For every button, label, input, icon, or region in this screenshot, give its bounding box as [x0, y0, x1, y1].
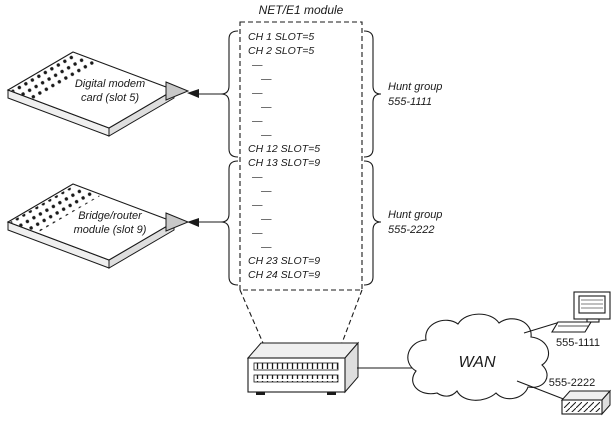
channel-row: CH 24 SLOT=9 [248, 269, 320, 281]
card-label-line2: module (slot 9) [74, 224, 147, 236]
workstation-number: 555-1111 [556, 337, 600, 349]
hunt-group-name: Hunt group [388, 81, 442, 93]
modem-grille [564, 402, 600, 412]
card-connector-tab [165, 81, 190, 101]
dashed-connector-right [341, 289, 363, 344]
channel-row: — [260, 73, 272, 85]
router-top-face [246, 342, 360, 359]
channel-box [239, 21, 363, 291]
brace-right-group1 [363, 30, 382, 158]
wan-label: WAN [458, 354, 495, 371]
channel-row: — [260, 185, 272, 197]
router-vent-row [253, 374, 339, 383]
router-foot [256, 392, 265, 395]
channel-row: CH 1 SLOT=5 [248, 31, 314, 43]
channel-row: CH 12 SLOT=5 [248, 143, 320, 155]
arrow-to-bridge-module [187, 218, 221, 227]
channel-row: — [251, 115, 263, 127]
arrow-to-modem-card [187, 89, 221, 98]
card-label-line2: card (slot 5) [81, 92, 139, 104]
channel-row: — [251, 227, 263, 239]
wan-to-workstation-line [523, 321, 561, 334]
channel-row: — [251, 171, 263, 183]
card-label-line1: Digital modem [75, 78, 145, 90]
brace-left-slot5 [220, 30, 239, 158]
monitor-screen [578, 295, 606, 314]
keyboard [551, 321, 592, 333]
brace-right-group2 [363, 160, 382, 286]
hunt-group-number: 555-1111 [388, 96, 432, 108]
card-connector-tab [165, 212, 190, 232]
channel-row: — [260, 241, 272, 253]
module-title: NET/E1 module [259, 3, 344, 17]
channel-row: CH 2 SLOT=5 [248, 45, 314, 57]
card-holes [10, 54, 100, 101]
channel-list: CH 1 SLOT=5 CH 2 SLOT=5 — — — — — — CH 1… [248, 31, 320, 281]
router-chassis [246, 341, 360, 395]
card-holes [10, 186, 100, 233]
bridge-router-module: Bridge/router module (slot 9) [6, 183, 190, 269]
channel-row: — [251, 59, 263, 71]
digital-modem-card: Digital modem card (slot 5) [6, 51, 190, 137]
modem-number: 555-2222 [549, 377, 596, 389]
monitor-stand [586, 318, 600, 323]
brace-left-slot9 [220, 160, 239, 286]
channel-row: — [260, 213, 272, 225]
channel-row: — [260, 129, 272, 141]
channel-row: — [251, 199, 263, 211]
arrowhead [187, 218, 199, 227]
channel-row: CH 23 SLOT=9 [248, 255, 320, 267]
hunt-group-number: 555-2222 [388, 224, 435, 236]
dashed-connector-left [239, 289, 264, 344]
wan-to-modem-line [516, 380, 567, 401]
wan-cloud [407, 313, 550, 401]
modem-device: 555-2222 [549, 377, 612, 416]
hunt-group-name: Hunt group [388, 209, 442, 221]
channel-row: CH 13 SLOT=9 [248, 157, 320, 169]
arrowhead [187, 89, 199, 98]
router-vent-row [253, 362, 339, 371]
channel-row: — [260, 101, 272, 113]
hunt-group-2-label: Hunt group 555-2222 [388, 209, 442, 236]
workstation: 555-1111 [551, 291, 611, 349]
hunt-group-1-label: Hunt group 555-1111 [388, 81, 442, 108]
card-label-line1: Bridge/router [78, 210, 143, 222]
channel-row: — [251, 87, 263, 99]
router-foot [327, 392, 336, 395]
